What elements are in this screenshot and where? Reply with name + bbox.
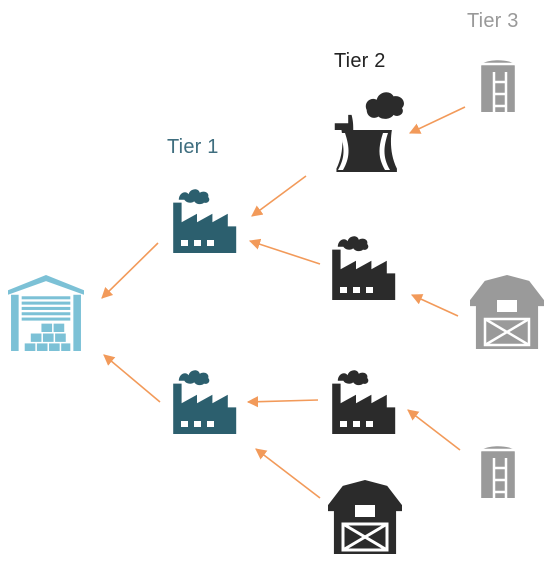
tier-3-label: Tier 3 (467, 10, 519, 32)
tier-2-label: Tier 2 (334, 50, 386, 72)
arrow-silo2-to-tier2factory2 (407, 409, 461, 451)
arrow-group (101, 106, 466, 499)
tier3-silo-icon (481, 60, 515, 112)
arrow-barn3-to-tier2factory (410, 294, 459, 317)
tier-1-label: Tier 1 (167, 136, 219, 158)
tier3-silo-icon-2 (481, 446, 515, 498)
arrow-tier2factory-to-tier1a (248, 238, 321, 265)
arrow-powerplant-to-tier1a (251, 175, 307, 217)
arrow-tier1a-to-warehouse (101, 242, 159, 299)
warehouse-icon (8, 275, 84, 351)
arrow-barn-to-tier1b (255, 448, 321, 499)
arrow-tier2factory2-to-tier1b (246, 396, 319, 408)
arrow-tier1b-to-warehouse (103, 354, 161, 403)
arrow-silo1-to-powerplant (408, 106, 466, 134)
